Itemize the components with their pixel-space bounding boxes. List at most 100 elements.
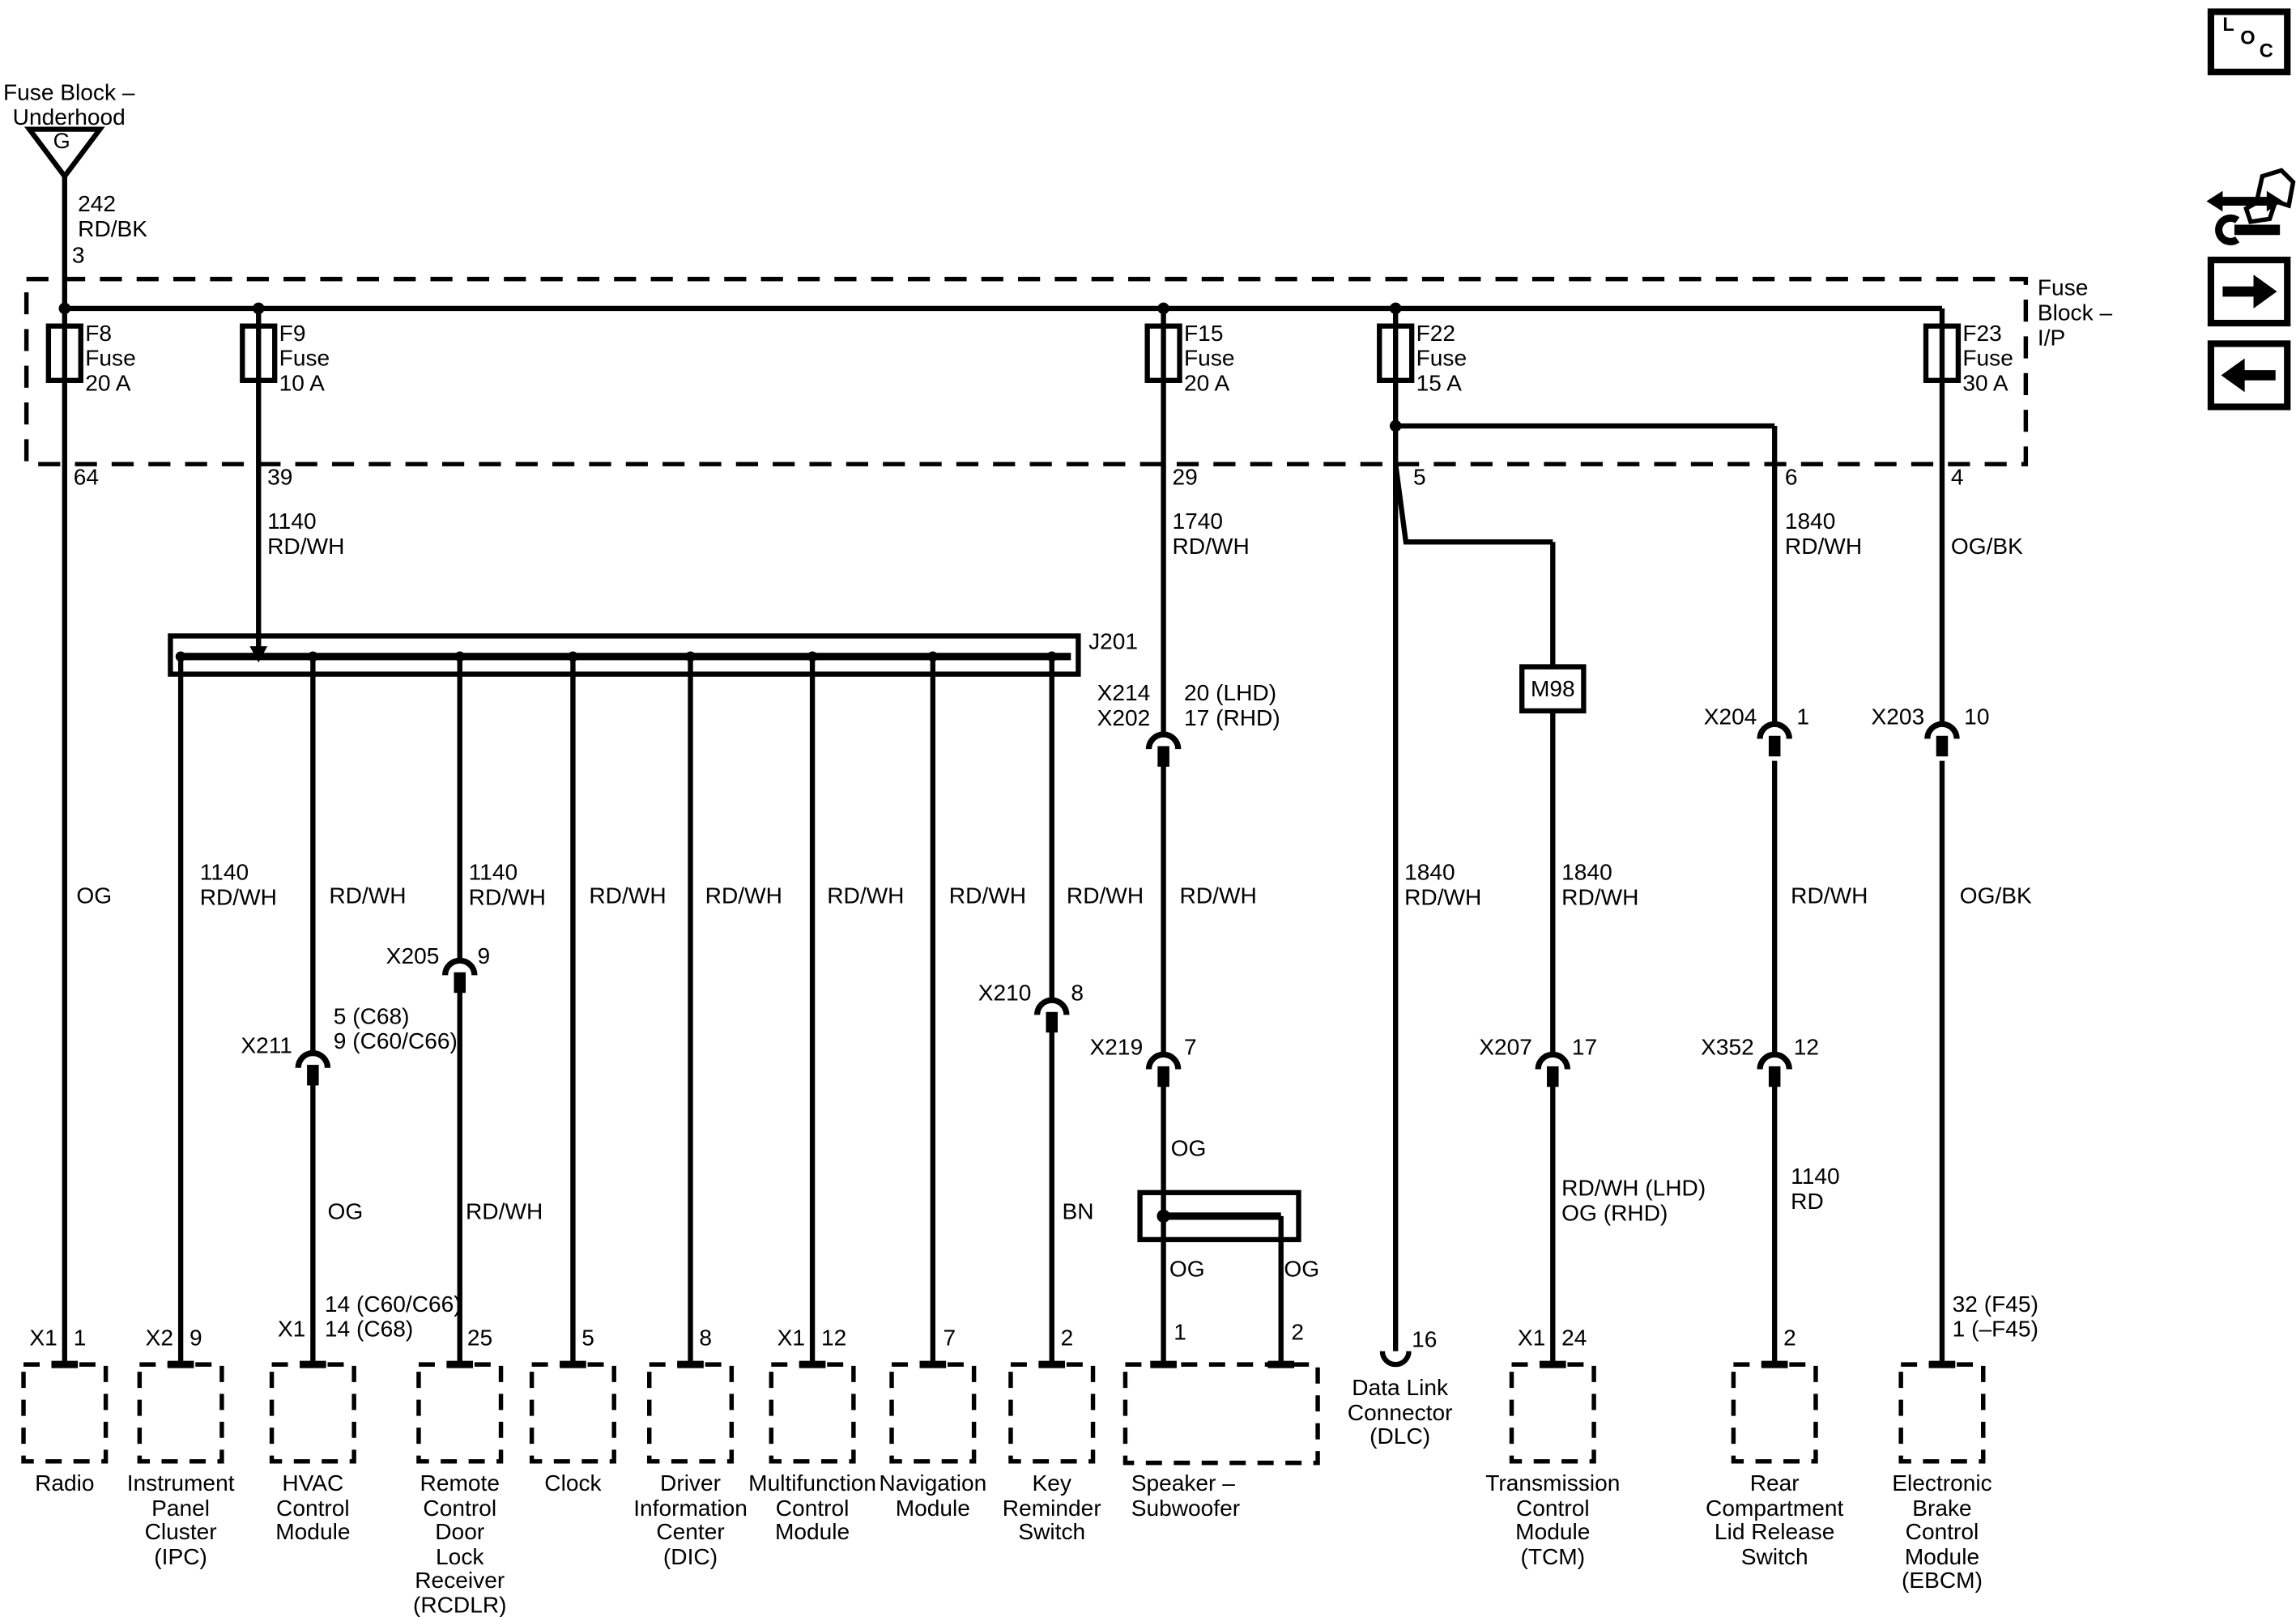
pin-29-label: 29 — [1172, 466, 1198, 491]
connector-x219-pin: 7 — [1184, 1035, 1197, 1061]
component-name-radio: Radio — [35, 1471, 95, 1497]
j201-splice-pack — [168, 633, 1081, 677]
wire-color-radio: OG — [76, 883, 113, 909]
component-name-mfc: Multifunction Control Module — [748, 1471, 877, 1546]
pin-prefix-radio: X1 — [29, 1326, 58, 1351]
pin-4-label: 4 — [1950, 466, 1964, 491]
connector-x205-icon — [441, 957, 478, 994]
connector-x207-icon — [1535, 1051, 1571, 1087]
wire-color-keyrem: RD/WH — [1066, 883, 1144, 909]
rcdlr-box — [416, 1362, 504, 1464]
connector-x205-pin: 9 — [477, 944, 491, 970]
fuse-f15-label: F15 Fuse 20 A — [1184, 321, 1235, 397]
wire-og-right: OG — [1284, 1257, 1320, 1283]
pin-prefix-mfc: X1 — [777, 1326, 806, 1351]
component-name-nav: Navigation Module — [879, 1471, 987, 1521]
wire-color-ipc: 1140 RD/WH — [199, 860, 277, 911]
component-name-clock: Clock — [544, 1471, 602, 1497]
fuse-f8-icon — [45, 323, 83, 383]
wire-color-nav: RD/WH — [948, 883, 1027, 909]
key-reminder-box — [1008, 1362, 1096, 1464]
connector-x211-pins: 5 (C68) 9 (C60/C66) — [333, 1004, 458, 1055]
pin-64-label: 64 — [73, 466, 99, 491]
fuse-f22-icon — [1377, 323, 1415, 383]
connector-x203-icon — [1924, 721, 1960, 757]
pin-39-label: 39 — [267, 466, 293, 491]
connector-x214-x202-pins: 20 (LHD) 17 (RHD) — [1184, 681, 1280, 732]
wire-rear-lid — [1395, 423, 1778, 1365]
wire-1140-feed-label: 1140 RD/WH — [267, 509, 345, 560]
wire-color2-tcm: RD/WH (LHD) OG (RHD) — [1561, 1176, 1706, 1227]
wire-color-ebcm: OG/BK — [1959, 883, 2032, 909]
dlc-terminal-icon — [1379, 1351, 1412, 1368]
component-name-speaker: Speaker – Subwoofer — [1131, 1471, 1241, 1521]
j201-input-arrow-icon — [249, 646, 268, 663]
speaker-splice-box — [1137, 1189, 1301, 1243]
component-name-dic: Driver Information Center (DIC) — [633, 1471, 748, 1570]
wire-color2-rearlid: 1140 RD — [1791, 1164, 1840, 1215]
fuse-f9-label: F9 Fuse 10 A — [279, 321, 330, 397]
m98-label: M98 — [1530, 677, 1575, 703]
wire-color-mfc: RD/WH — [827, 883, 905, 909]
component-name-hvac: HVAC Control Module — [275, 1471, 351, 1546]
wire-color2-keyrem: BN — [1062, 1199, 1094, 1225]
wire-color-dlc: 1840 RD/WH — [1404, 860, 1482, 911]
wire-color2-rcdlr: RD/WH — [466, 1199, 543, 1225]
pin-prefix-ipc: X2 — [145, 1326, 174, 1351]
loc-letter-o: O — [2240, 26, 2256, 49]
wire-og-left: OG — [1169, 1257, 1205, 1283]
component-name-rearlid: Rear Compartment Lid Release Switch — [1706, 1471, 1844, 1570]
tcm-box — [1509, 1362, 1596, 1464]
pin-prefix-hvac: X1 — [277, 1317, 306, 1343]
component-name-ipc: Instrument Panel Cluster (IPC) — [126, 1471, 235, 1570]
underhood-fuse-block-label: Fuse Block – Underhood — [2, 80, 135, 131]
wire-color-hvac: RD/WH — [329, 883, 407, 909]
connector-x219-label: X219 — [1089, 1035, 1144, 1061]
connector-x204-icon — [1757, 721, 1792, 757]
pin-hvac: 14 (C60/C66) 14 (C68) — [324, 1292, 462, 1343]
mfc-box — [769, 1362, 856, 1464]
nav-icons — [2206, 8, 2296, 411]
connector-x352-label: X352 — [1701, 1035, 1754, 1061]
loc-button[interactable] — [2207, 8, 2291, 75]
wires — [62, 176, 1945, 1365]
schematic-reference-icon[interactable] — [2206, 168, 2296, 245]
fuse-f8-label: F8 Fuse 20 A — [85, 321, 136, 397]
connector-x211-icon — [295, 1050, 331, 1086]
nav-box — [889, 1362, 977, 1464]
pin-ebcm: 32 (F45) 1 (–F45) — [1952, 1292, 2038, 1343]
component-boxes — [21, 1362, 1986, 1466]
radio-box — [21, 1362, 109, 1464]
connector-x214-x202-label: X214 X202 — [1097, 681, 1151, 732]
dic-box — [647, 1362, 735, 1464]
wire-color-rearlid: RD/WH — [1791, 883, 1868, 909]
pin-keyrem: 2 — [1060, 1326, 1074, 1351]
pin-dlc: 16 — [1412, 1327, 1438, 1353]
fuse-block-ip-box — [23, 276, 2029, 466]
connector-x204-pin: 1 — [1796, 704, 1810, 730]
connector-x352-pin: 12 — [1793, 1035, 1820, 1061]
ebcm-box — [1898, 1362, 1986, 1464]
pin-speaker-1: 1 — [1174, 1320, 1186, 1346]
connector-x210-pin: 8 — [1071, 981, 1084, 1006]
connector-x211-label: X211 — [241, 1033, 292, 1059]
back-button[interactable] — [2207, 340, 2291, 411]
rear-lid-box — [1731, 1362, 1818, 1464]
fuse-symbols — [45, 323, 1962, 383]
wire-color-tcm: 1840 RD/WH — [1561, 860, 1639, 911]
connector-x203-pin: 10 — [1964, 704, 1990, 730]
pin-speaker-2: 2 — [1291, 1320, 1305, 1346]
component-name-tcm: Transmission Control Module (TCM) — [1485, 1471, 1621, 1570]
pin-rcdlr: 25 — [466, 1326, 493, 1351]
wire-1840-feed-label: 1840 RD/WH — [1784, 509, 1863, 560]
hvac-box — [269, 1362, 356, 1464]
wire-color-rcdlr: 1140 RD/WH — [468, 860, 546, 911]
forward-button[interactable] — [2207, 256, 2291, 327]
wire-color2-hvac: OG — [327, 1199, 364, 1225]
connector-x214-x202-icon — [1145, 731, 1182, 767]
j201-junction-dots — [175, 651, 1058, 662]
loc-letter-l: L — [2222, 13, 2234, 36]
